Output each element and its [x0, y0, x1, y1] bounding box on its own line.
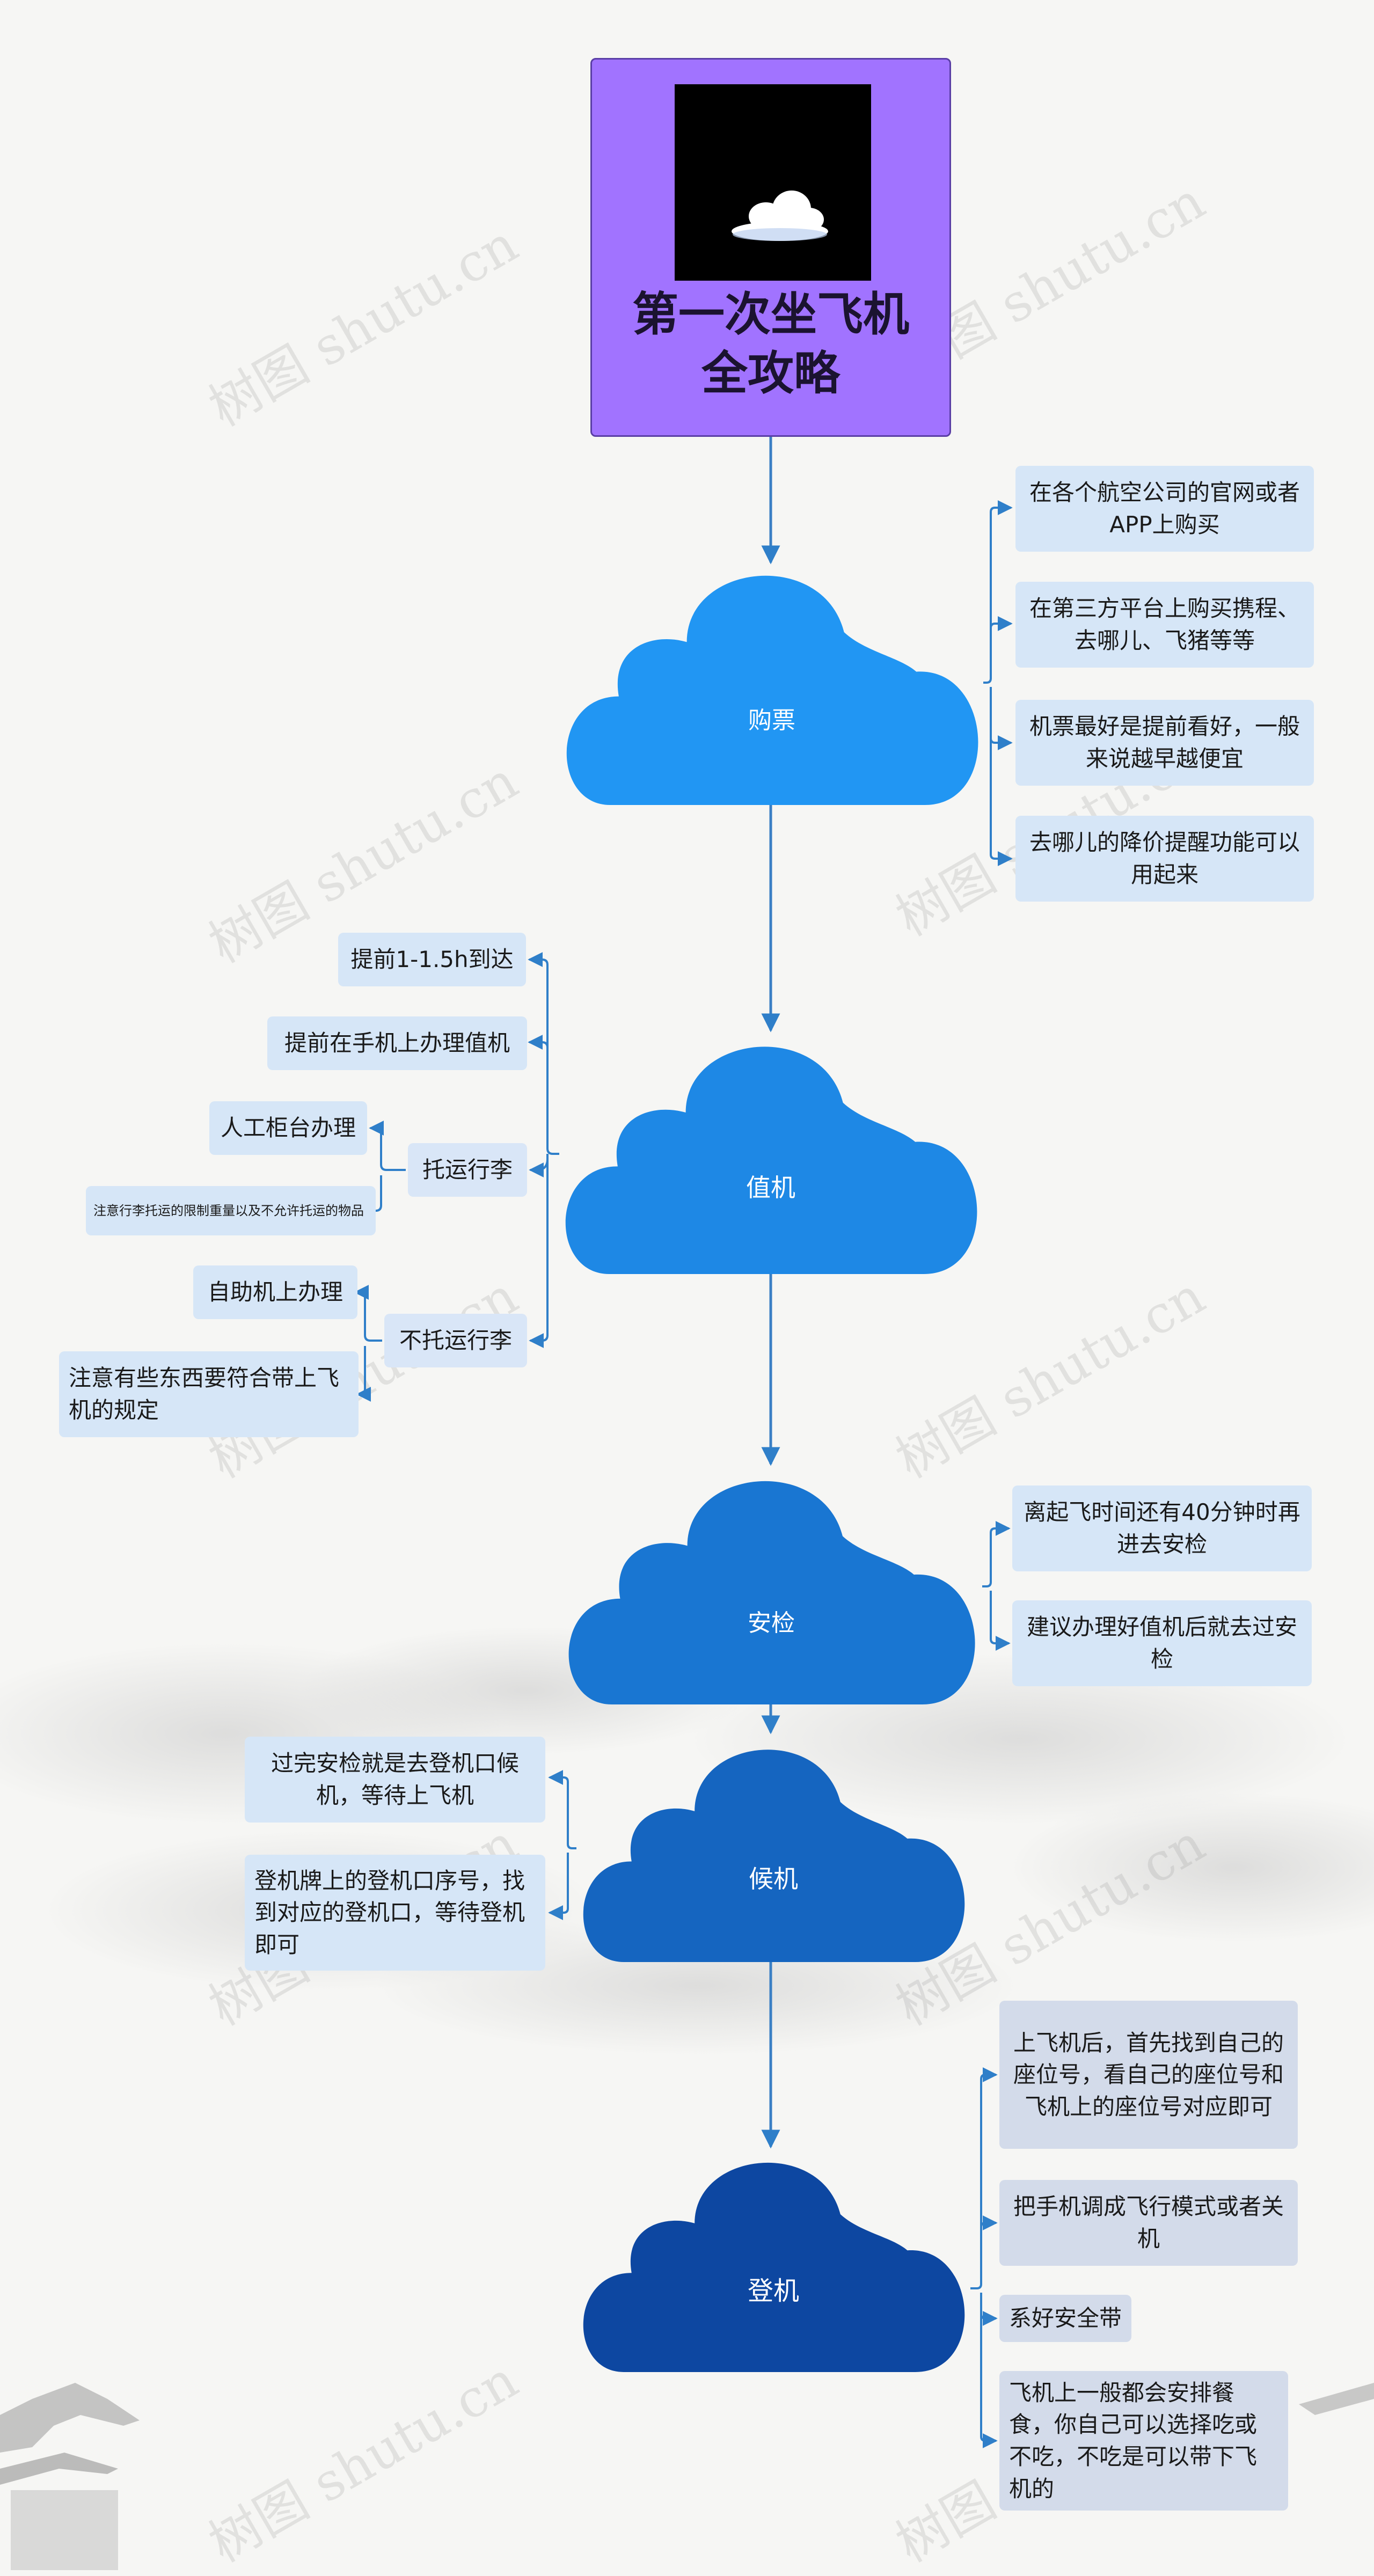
checked-baggage-item[interactable]: 人工柜台办理 [209, 1101, 367, 1155]
section-boarding-label: 登机 [747, 2277, 799, 2306]
purchase-item[interactable]: 机票最好是提前看好，一般来说越早越便宜 [1015, 700, 1314, 786]
checked-bag-branch [374, 1175, 390, 1218]
section-boarding-cloud[interactable] [583, 2162, 965, 2372]
cloud-icon [732, 191, 828, 241]
boarding-item[interactable]: 上飞机后，首先找到自己的座位号，看自己的座位号和飞机上的座位号对应即可 [999, 2001, 1298, 2149]
purchase-branch [990, 687, 1013, 866]
waiting-item[interactable]: 登机牌上的登机口序号，找到对应的登机口，等待登机即可 [245, 1855, 545, 1971]
waiting-branch [548, 1770, 576, 1849]
purchase-item[interactable]: 去哪儿的降价提醒功能可以用起来 [1015, 816, 1314, 902]
checkin-item[interactable]: 提前在手机上办理值机 [267, 1016, 527, 1070]
boarding-branch [970, 2067, 998, 2289]
section-purchase-label: 购票 [748, 707, 795, 734]
security-branch [990, 1591, 1011, 1651]
section-waiting-cloud[interactable] [583, 1750, 965, 1962]
section-security-cloud[interactable] [568, 1481, 975, 1704]
security-branch [982, 1521, 1011, 1587]
purchase-item[interactable]: 在各个航空公司的官网或者APP上购买 [1015, 466, 1314, 552]
root-cover-image [675, 84, 871, 281]
purchase-branch [983, 500, 1013, 684]
boarding-item[interactable]: 系好安全带 [999, 2295, 1131, 2342]
carry-on-branch [356, 1346, 371, 1402]
waiting-branch [548, 1853, 569, 1920]
boarding-item[interactable]: 飞机上一般都会安排餐食，你自己可以选择吃或不吃，不吃是可以带下飞机的 [999, 2371, 1288, 2511]
checkin-branch [528, 1035, 549, 1148]
security-item[interactable]: 离起飞时间还有40分钟时再进去安检 [1012, 1485, 1312, 1571]
carry-on-item[interactable]: 注意有些东西要符合带上飞机的规定 [59, 1351, 359, 1437]
section-waiting-label: 候机 [749, 1865, 798, 1893]
carry-on-node[interactable]: 不托运行李 [384, 1314, 527, 1367]
carry-on-item[interactable]: 自助机上办理 [193, 1265, 357, 1319]
carry-on-branch [354, 1285, 382, 1342]
root-topic[interactable]: 第一次坐飞机 全攻略 [590, 58, 951, 437]
security-item[interactable]: 建议办理好值机后就去过安检 [1012, 1600, 1312, 1686]
boarding-branch [980, 2215, 998, 2284]
boarding-item[interactable]: 把手机调成飞行模式或者关机 [999, 2180, 1298, 2266]
checked-bag-branch [369, 1121, 406, 1171]
section-checkin-cloud[interactable] [565, 1046, 977, 1274]
root-title: 第一次坐飞机 全攻略 [632, 288, 909, 401]
purchase-branch [990, 616, 1013, 678]
section-checkin-label: 值机 [746, 1174, 795, 1202]
waiting-item[interactable]: 过完安检就是去登机口候机，等待上飞机 [245, 1737, 545, 1823]
section-security-label: 安检 [748, 1610, 795, 1636]
boarding-branch [980, 2293, 998, 2448]
checked-baggage-item[interactable]: 注意行李托运的限制重量以及不允许托运的物品 [86, 1186, 376, 1235]
checkin-item[interactable]: 提前1-1.5h到达 [338, 933, 526, 986]
checked-baggage-node[interactable]: 托运行李 [408, 1143, 527, 1197]
purchase-item[interactable]: 在第三方平台上购买携程、去哪儿、飞猪等等 [1015, 582, 1314, 668]
checkin-branch [529, 1159, 549, 1348]
section-purchase-cloud[interactable] [566, 575, 978, 805]
